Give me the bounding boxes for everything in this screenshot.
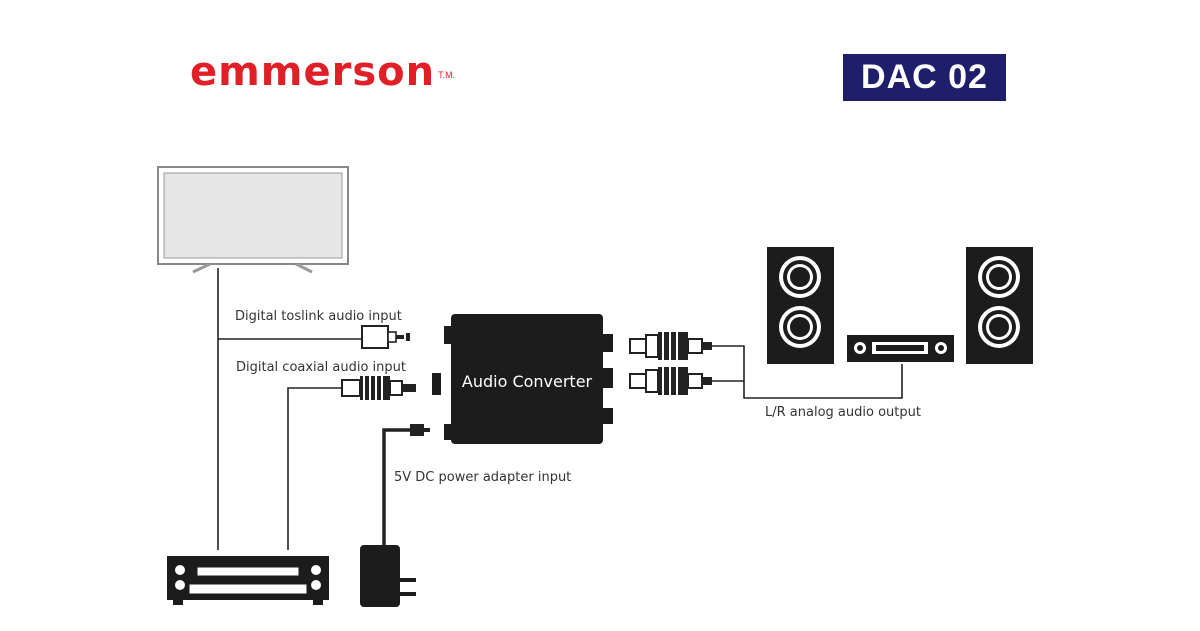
converter-label: Audio Converter [462,372,593,391]
speaker-icon [966,247,1033,364]
label-power: 5V DC power adapter input [394,470,571,485]
brand-trademark: T.M. [438,70,456,80]
brand-name: emmerson [190,49,436,95]
rca-plug-icon [629,332,712,360]
cable-power [382,428,412,545]
amplifier-icon [847,335,954,362]
power-connector [410,424,424,436]
cable-output [712,345,903,399]
model-badge: DAC 02 [843,54,1006,101]
label-toslink: Digital toslink audio input [235,309,402,324]
label-output: L/R analog audio output [765,405,921,420]
audio-converter: Audio Converter [432,314,613,444]
cable-coaxial [287,387,342,550]
dvd-player-icon [167,556,329,605]
speaker-icon [767,247,834,364]
brand-logo: emmerson T.M. [190,52,455,92]
power-adapter-icon [360,545,416,607]
toslink-plug-icon [361,325,410,349]
label-coaxial: Digital coaxial audio input [236,360,406,375]
rca-plug-icon [341,376,416,400]
tv-icon [157,166,349,274]
rca-plug-icon [629,367,712,395]
cable-tv-to-player [217,268,362,550]
